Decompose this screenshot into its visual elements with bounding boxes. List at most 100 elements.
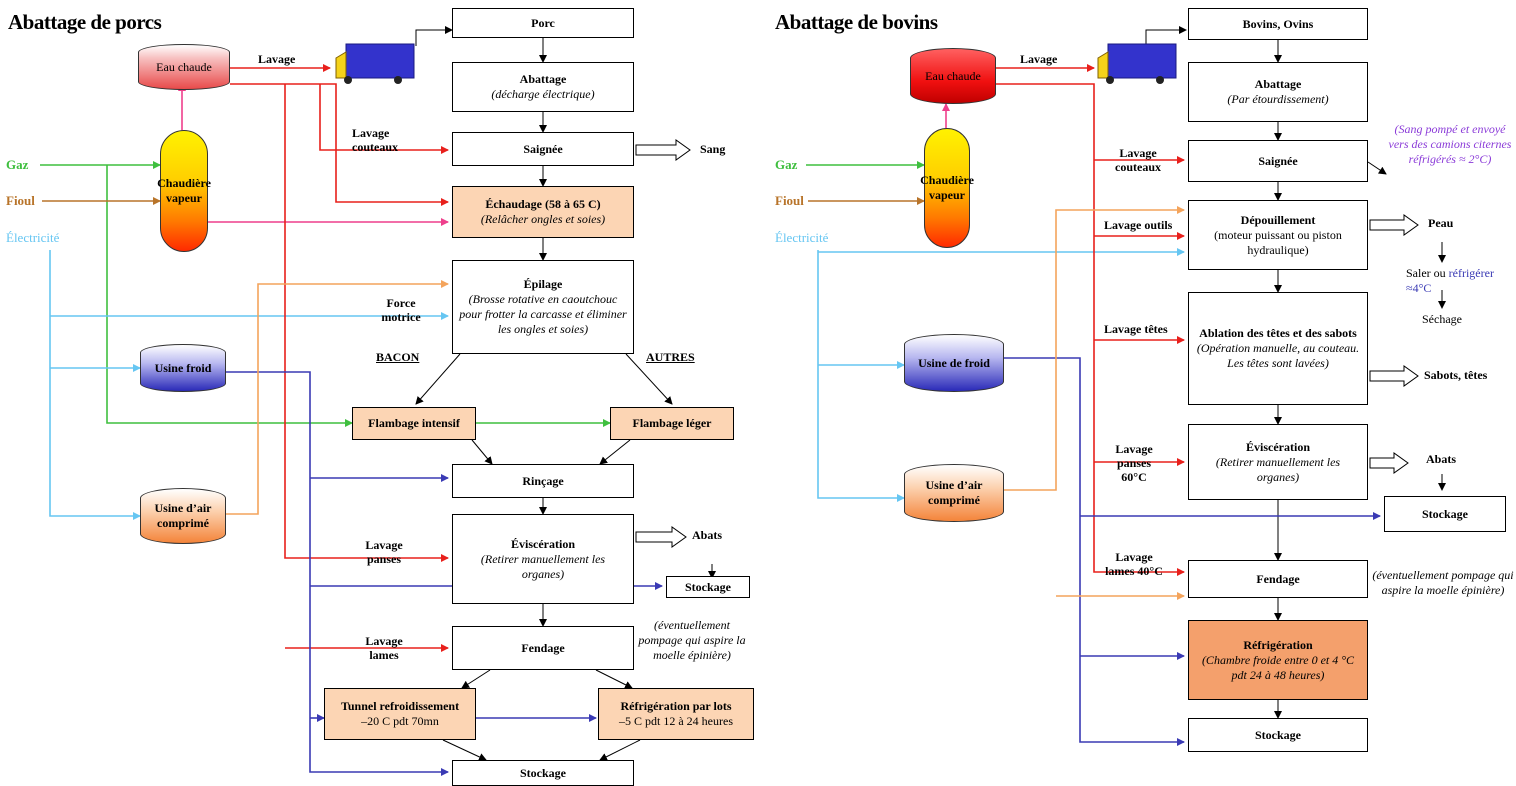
- lavage-couteaux-label-bovins: Lavage couteaux: [1115, 146, 1161, 174]
- step-refrig-lots: Réfrigération par lots–5 C pdt 12 à 24 h…: [598, 688, 754, 740]
- step-epilage-sub: (Brosse rotative en caoutchouc pour frot…: [459, 292, 627, 336]
- step-tunnel-label: Tunnel refroidissement: [340, 699, 460, 713]
- fioul-source-label-bovins: Fioul: [775, 193, 804, 208]
- note-fendage-bovins: (éventuellement pompage qui aspire la mo…: [1372, 568, 1514, 597]
- step-ablation: Ablation des têtes et des sabots(Opérati…: [1188, 292, 1368, 405]
- step-tunnel: Tunnel refroidissement–20 C pdt 70mn: [324, 688, 476, 740]
- step-stockage-side-label: Stockage: [685, 579, 731, 594]
- step-ablation-sub: (Opération manuelle, au couteau. Les têt…: [1196, 341, 1360, 370]
- step-stockage-label: Stockage: [520, 765, 566, 780]
- step-stockage-bovins-label: Stockage: [1255, 727, 1301, 742]
- lavage-panses-label: Lavage panses: [365, 538, 403, 566]
- autres-label: AUTRES: [646, 350, 695, 364]
- step-porc: Porc: [452, 8, 634, 38]
- usine-air-label-bovins: Usine d’air comprimé: [925, 478, 983, 507]
- porcs-title: Abattage de porcs: [8, 10, 162, 34]
- step-tunnel-sub: –20 C pdt 70mn: [361, 714, 439, 728]
- step-refrig-lots-label: Réfrigération par lots: [620, 699, 732, 713]
- eau-chaude-label-bovins: Eau chaude: [925, 68, 981, 83]
- fioul-source-label: Fioul: [6, 193, 35, 208]
- step-epilage: Épilage(Brosse rotative en caoutchouc po…: [452, 260, 634, 354]
- step-refrigeration-sub: (Chambre froide entre 0 et 4 °C pdt 24 à…: [1201, 652, 1355, 682]
- step-stockage-side-bovins: Stockage: [1384, 496, 1506, 532]
- step-depouillement-sub: (moteur puissant ou piston hydraulique): [1214, 227, 1342, 257]
- step-evisceration-bovins-label: Éviscération: [1246, 439, 1310, 454]
- step-fendage-label: Fendage: [521, 640, 565, 655]
- gaz-source-label: Gaz: [6, 157, 29, 172]
- step-echaudage-label: Échaudage (58 à 65 C): [485, 197, 601, 211]
- eau-chaude-tank-bovins: Eau chaude: [910, 48, 996, 104]
- step-epilage-label: Épilage: [523, 277, 563, 291]
- step-flambage-leger-label: Flambage léger: [632, 416, 712, 430]
- step-echaudage: Échaudage (58 à 65 C)(Relâcher ongles et…: [452, 186, 634, 238]
- output-saler: Saler ou réfrigérer ≈4°C: [1406, 266, 1516, 296]
- gaz-source-label-bovins: Gaz: [775, 157, 798, 172]
- step-refrig-lots-sub: –5 C pdt 12 à 24 heures: [619, 714, 733, 728]
- usine-froid-tank: Usine froid: [140, 344, 226, 392]
- output-saler-ou: Saler ou: [1406, 266, 1446, 280]
- step-saignee: Saignée: [452, 132, 634, 166]
- usine-froid-label: Usine froid: [154, 360, 212, 375]
- eau-chaude-tank: Eau chaude: [138, 44, 230, 90]
- step-stockage: Stockage: [452, 760, 634, 786]
- step-bovins-label: Bovins, Ovins: [1242, 16, 1314, 31]
- lavage-label: Lavage: [258, 52, 296, 66]
- output-refrigerer: réfrigérer ≈4°C: [1406, 266, 1494, 295]
- usine-froid-label-bovins: Usine de froid: [918, 355, 990, 370]
- output-sang: Sang: [700, 142, 726, 156]
- usine-froid-tank-bovins: Usine de froid: [904, 334, 1004, 392]
- output-abats-bovins: Abats: [1426, 452, 1457, 466]
- bacon-label: BACON: [376, 350, 420, 364]
- step-abattage-bovins-label: Abattage: [1254, 77, 1302, 91]
- lavage-lames-label-bovins: Lavage lames 40°C: [1105, 550, 1163, 578]
- lavage-label-bovins: Lavage: [1020, 52, 1058, 66]
- step-stockage-side-bovins-label: Stockage: [1422, 506, 1468, 521]
- step-evisceration-bovins: Éviscération(Retirer manuellement les or…: [1188, 424, 1368, 500]
- force-motrice-label: Force motrice: [381, 296, 421, 324]
- step-abattage-bovins: Abattage(Par étourdissement): [1188, 62, 1368, 122]
- chaudiere-vapeur: Chaudière vapeur: [157, 130, 211, 252]
- step-abattage-label: Abattage: [519, 72, 567, 86]
- output-sechage: Séchage: [1422, 312, 1462, 326]
- step-saignee-bovins: Saignée: [1188, 140, 1368, 182]
- step-saignee-bovins-label: Saignée: [1258, 153, 1298, 168]
- step-fendage-bovins: Fendage: [1188, 560, 1368, 598]
- output-abats: Abats: [692, 528, 723, 542]
- bovins-title: Abattage de bovins: [775, 10, 938, 34]
- lavage-panses-label-bovins: Lavage panses 60°C: [1115, 442, 1153, 484]
- note-sang: (Sang pompé et envoyé vers des camions c…: [1388, 122, 1512, 166]
- step-saignee-label: Saignée: [523, 141, 563, 156]
- truck-icon: [335, 43, 415, 84]
- step-flambage-intensif: Flambage intensif: [352, 407, 476, 440]
- step-fendage-bovins-label: Fendage: [1256, 571, 1300, 586]
- chaudiere-label: Chaudière vapeur: [157, 176, 211, 205]
- step-echaudage-sub: (Relâcher ongles et soies): [480, 212, 606, 226]
- chaudiere-vapeur-bovins: Chaudière vapeur: [920, 128, 974, 248]
- step-evisceration: Éviscération(Retirer manuellement les or…: [452, 514, 634, 604]
- electricite-source-label-bovins: Électricité: [775, 230, 829, 245]
- step-refrigeration-label: Réfrigération: [1243, 637, 1313, 652]
- step-bovins: Bovins, Ovins: [1188, 8, 1368, 40]
- step-rincage: Rinçage: [452, 464, 634, 498]
- truck-icon: [1097, 43, 1177, 84]
- step-evisceration-sub: (Retirer manuellement les organes): [480, 551, 606, 581]
- chaudiere-label-bovins: Chaudière vapeur: [920, 173, 974, 202]
- electricite-source-label: Électricité: [6, 230, 60, 245]
- step-depouillement-label: Dépouillement: [1240, 212, 1316, 227]
- step-evisceration-label: Éviscération: [511, 536, 575, 551]
- step-stockage-bovins: Stockage: [1188, 718, 1368, 752]
- lavage-outils-label: Lavage outils: [1104, 218, 1173, 232]
- step-evisceration-bovins-sub: (Retirer manuellement les organes): [1215, 454, 1341, 484]
- lavage-lames-label: Lavage lames: [365, 634, 403, 662]
- step-fendage: Fendage: [452, 626, 634, 670]
- step-refrigeration: Réfrigération(Chambre froide entre 0 et …: [1188, 620, 1368, 700]
- note-fendage: (éventuellement pompage qui aspire la mo…: [638, 618, 746, 662]
- step-porc-label: Porc: [531, 15, 555, 30]
- eau-chaude-label: Eau chaude: [156, 59, 212, 74]
- output-peau: Peau: [1428, 216, 1454, 230]
- output-sabots-tetes: Sabots, têtes: [1424, 368, 1488, 382]
- step-depouillement: Dépouillement(moteur puissant ou piston …: [1188, 200, 1368, 270]
- step-ablation-label: Ablation des têtes et des sabots: [1199, 326, 1357, 340]
- step-abattage-bovins-sub: (Par étourdissement): [1227, 92, 1329, 106]
- step-flambage-leger: Flambage léger: [610, 407, 734, 440]
